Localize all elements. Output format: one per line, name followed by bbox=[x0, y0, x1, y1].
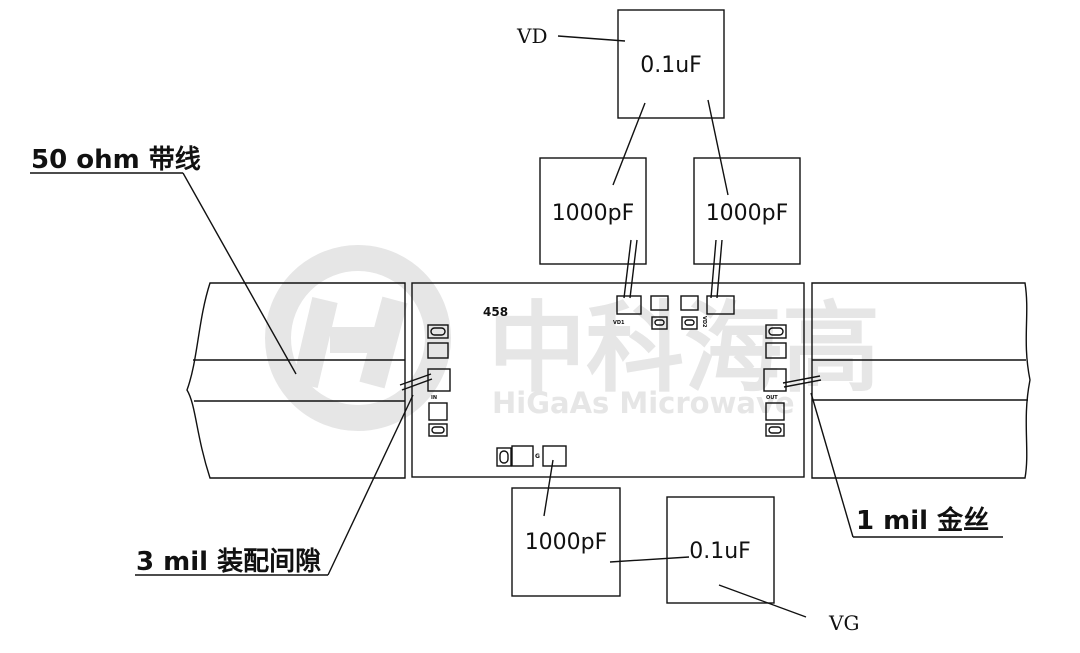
pad-vd2-label: VD2 bbox=[701, 316, 707, 328]
pad-out bbox=[763, 368, 787, 392]
watermark-en: HiGaAs Microwave bbox=[492, 386, 795, 420]
vg-label: VG bbox=[828, 611, 859, 635]
connection-lines bbox=[30, 35, 1003, 618]
stripline-label: 50 ohm 带线 bbox=[31, 145, 201, 175]
gap-label: 3 mil 装配间隙 bbox=[136, 547, 321, 577]
vd-bypass-capacitor-right bbox=[693, 157, 801, 265]
vg-bulk-capacitor bbox=[666, 496, 775, 604]
pad-g bbox=[542, 445, 567, 467]
watermark-cn: 中科海高 bbox=[488, 292, 880, 406]
vd-bulk-capacitor bbox=[617, 9, 725, 119]
pad-in-label: IN bbox=[431, 395, 437, 401]
pad-vd2 bbox=[706, 295, 735, 315]
vg-bulk-value: 0.1uF bbox=[689, 539, 751, 564]
vd-bypass-right-value: 1000pF bbox=[706, 201, 789, 226]
chip-pads bbox=[427, 295, 787, 467]
vd-bulk-value: 0.1uF bbox=[640, 53, 702, 78]
vg-bypass-value: 1000pF bbox=[525, 530, 608, 555]
wire-label: 1 mil 金丝 bbox=[856, 505, 989, 536]
chip-part-number: 458 bbox=[483, 305, 508, 319]
vg-bypass-capacitor bbox=[511, 487, 621, 597]
pad-out-label: OUT bbox=[766, 395, 778, 401]
vd-bypass-capacitor-left bbox=[539, 157, 647, 265]
right-stripline-substrate bbox=[811, 282, 1031, 479]
left-stripline-substrate bbox=[186, 282, 406, 479]
pad-vd1 bbox=[616, 295, 642, 315]
pad-vd1-label: VD1 bbox=[613, 320, 625, 326]
pad-g-label: G bbox=[535, 453, 540, 460]
vd-bypass-left-value: 1000pF bbox=[552, 201, 635, 226]
watermark-logo bbox=[265, 245, 451, 431]
watermark: 中科海高 HiGaAs Microwave bbox=[265, 245, 880, 431]
vd-label: VD bbox=[516, 24, 547, 48]
